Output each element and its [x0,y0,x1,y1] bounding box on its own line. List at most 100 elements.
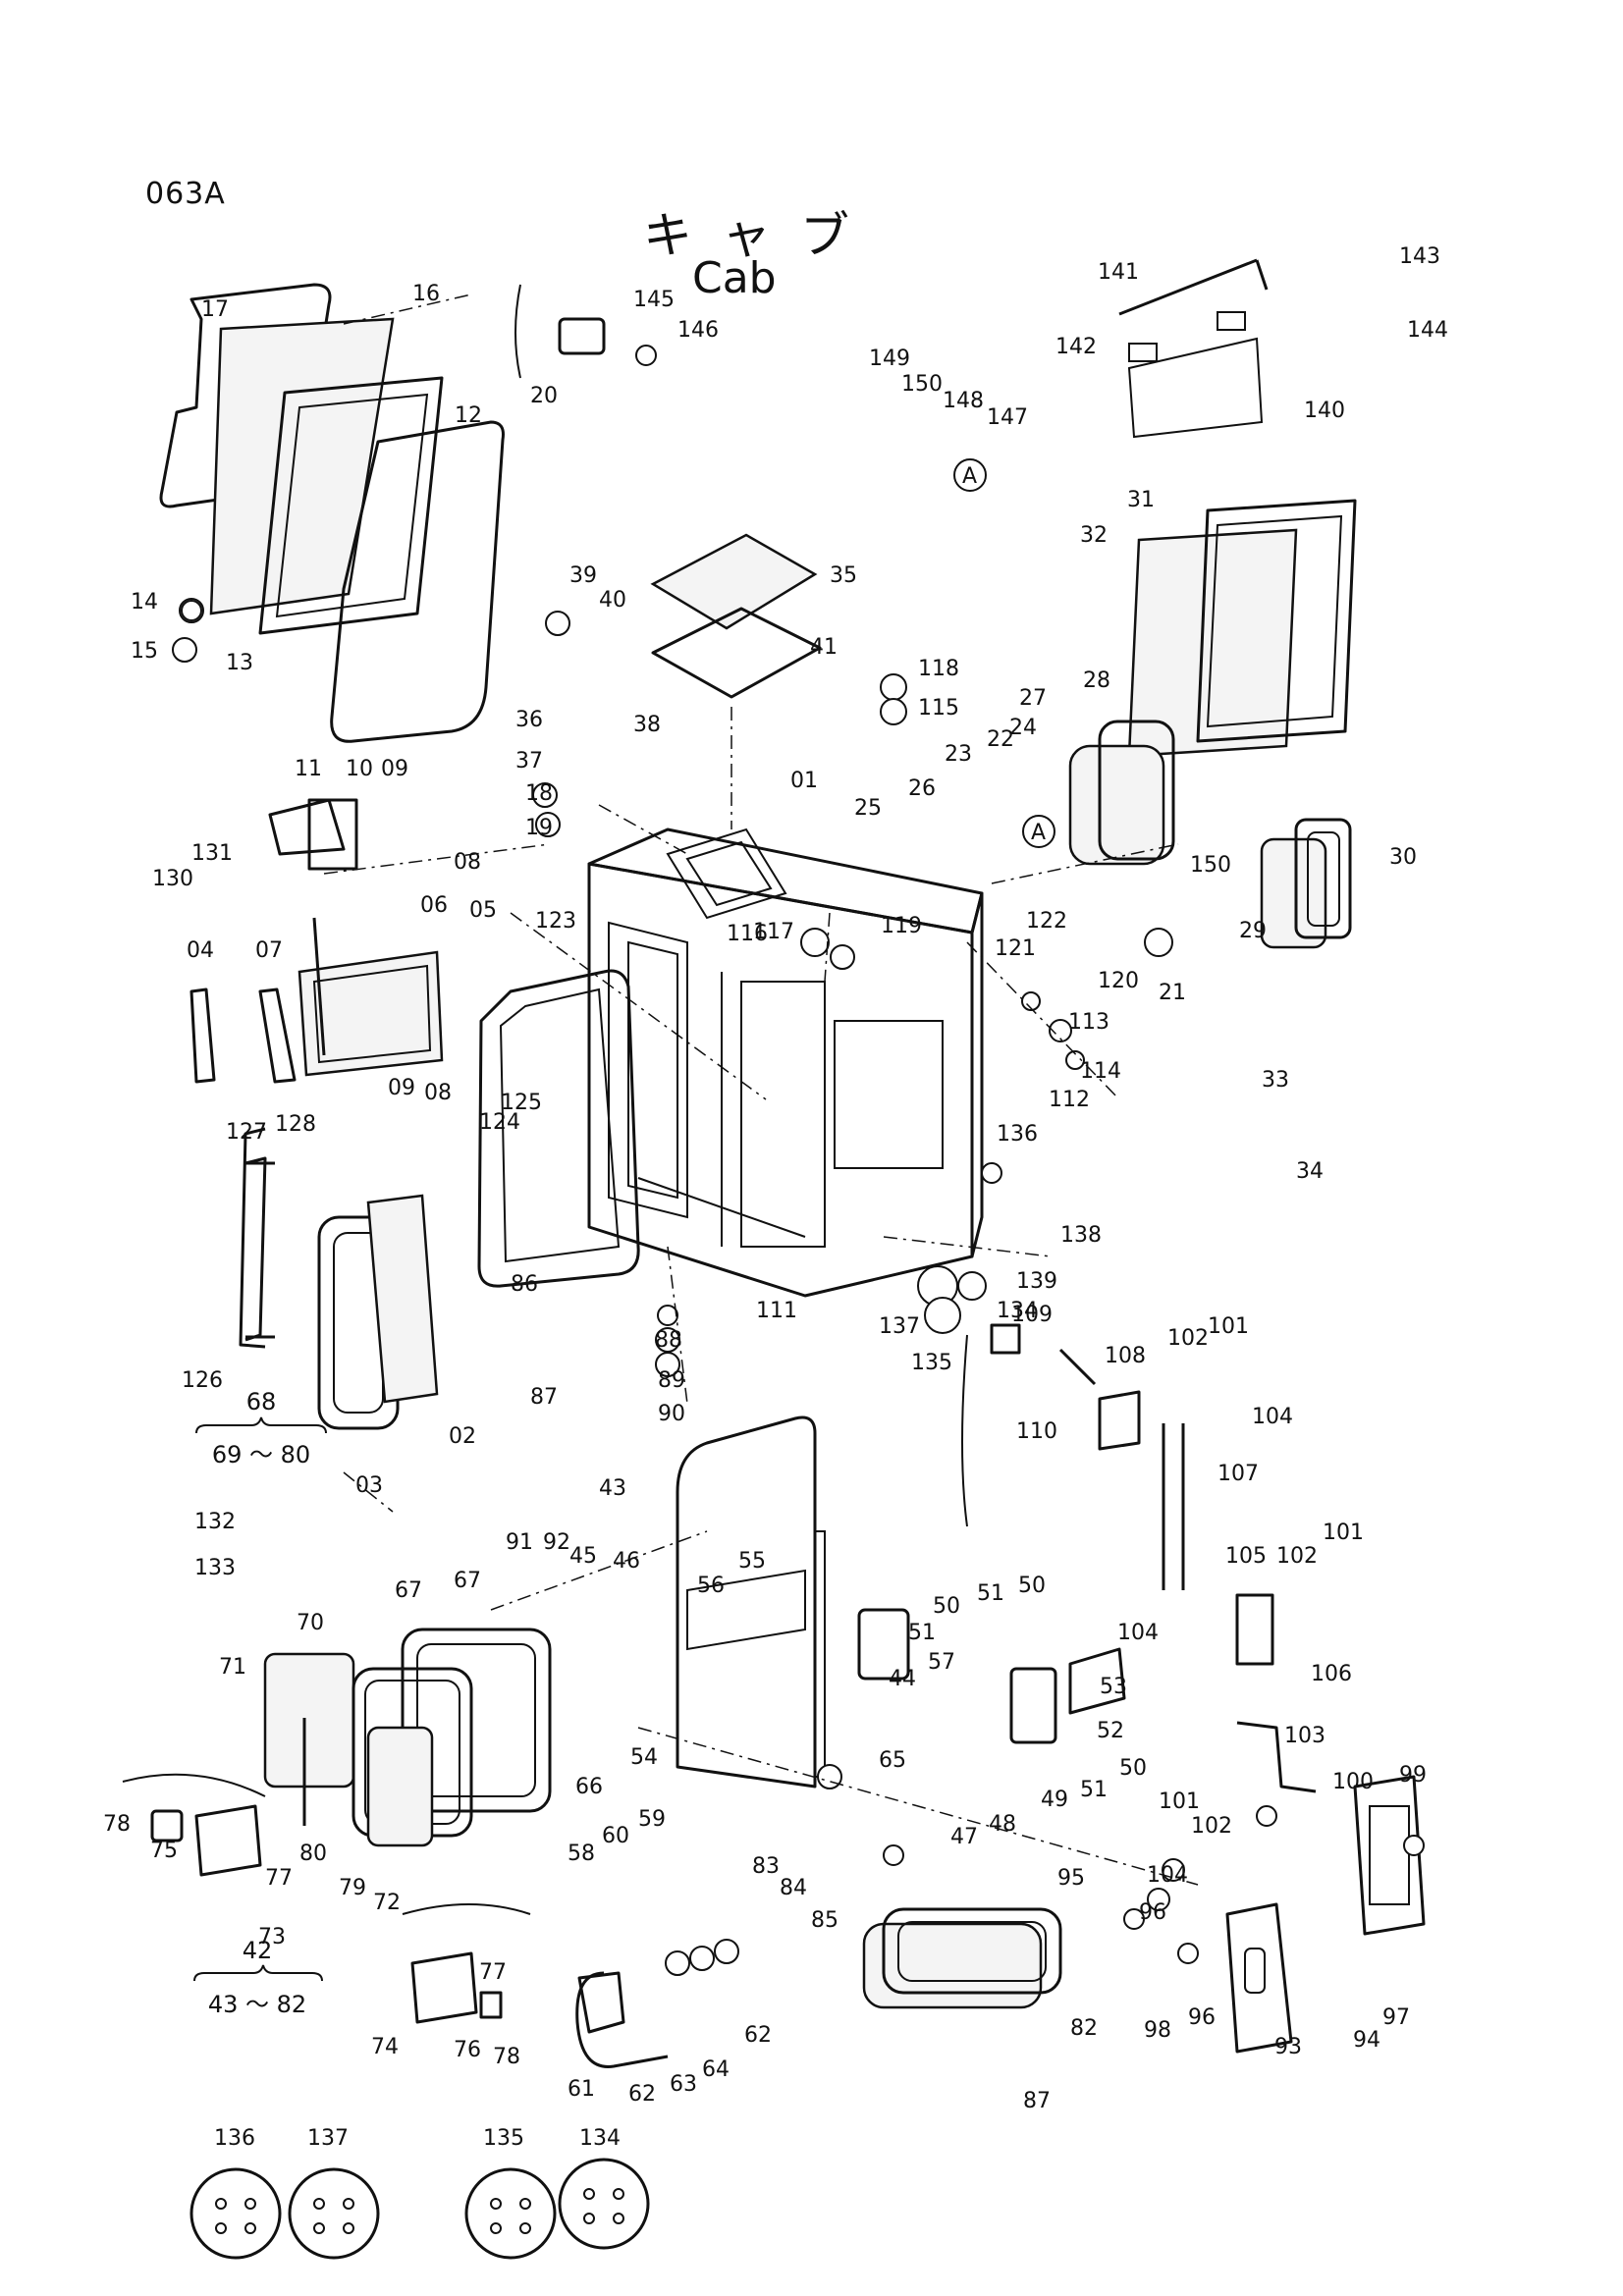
callout-86-label: 86 [511,1272,538,1297]
callout-04-label: 04 [187,938,214,963]
callout-87-label: 87 [530,1385,558,1410]
callout-109-label: 109 [1011,1303,1053,1327]
callout-03-label: 03 [355,1473,383,1498]
callout-101-label: 101 [1208,1314,1249,1339]
callout-62-label: 62 [744,2023,772,2048]
callout-149-label: 149 [869,347,910,371]
callout-143-label: 143 [1399,244,1440,269]
group-68-range: 69 ～ 80 [212,1441,310,1468]
callout-113-label: 113 [1068,1010,1109,1035]
callout-05-label: 05 [469,898,497,923]
callout-24-label: 24 [1009,716,1037,740]
callout-41-label: 41 [810,635,838,660]
callout-09-label: 09 [381,757,408,781]
callout-127-label: 127 [226,1120,267,1145]
callout-A-label: A [1031,821,1046,845]
callout-128-label: 128 [275,1112,316,1137]
callout-108-label: 108 [1105,1344,1146,1368]
callout-140-label: 140 [1304,399,1345,423]
callout-99-label: 99 [1399,1763,1427,1788]
callout-70-label: 70 [297,1611,324,1635]
callout-123-label: 123 [535,909,576,934]
callout-39-label: 39 [569,563,597,588]
callout-119-label: 119 [881,914,922,938]
callout-100-label: 100 [1332,1770,1374,1794]
callout-105-label: 105 [1225,1544,1267,1569]
callout-29-label: 29 [1239,919,1267,943]
callout-139-label: 139 [1016,1269,1057,1294]
callout-122-label: 122 [1026,909,1067,934]
callout-106-label: 106 [1311,1662,1352,1686]
callout-118-label: 118 [918,657,959,681]
callout-102-label: 102 [1276,1544,1318,1569]
callout-28-label: 28 [1083,668,1110,693]
callout-92-label: 92 [543,1530,570,1555]
callout-61-label: 61 [568,2077,595,2102]
callout-83-label: 83 [752,1854,780,1879]
callout-65-label: 65 [879,1748,906,1773]
callout-30-label: 30 [1389,845,1417,870]
callout-72-label: 72 [373,1891,401,1915]
callout-102-label: 102 [1191,1814,1232,1839]
callout-66-label: 66 [575,1775,603,1799]
callout-71-label: 71 [219,1655,246,1680]
callout-78-label: 78 [103,1812,131,1837]
callout-59-label: 59 [638,1807,666,1832]
rear-window-assembly [558,258,1357,758]
callout-150-label: 150 [1190,853,1231,878]
callout-91-label: 91 [506,1530,533,1555]
callout-11-label: 11 [295,757,322,781]
callout-50-label: 50 [1119,1756,1147,1781]
group-42-id: 42 [243,1937,273,1964]
callout-135-label: 135 [911,1351,952,1375]
callout-14-label: 14 [131,590,158,614]
reference-circle-a [953,458,987,492]
callout-27-label: 27 [1019,686,1047,711]
callout-37-label: 37 [515,749,543,774]
callout-54-label: 54 [630,1745,658,1770]
callout-06-label: 06 [420,893,448,918]
callout-44-label: 44 [889,1667,916,1691]
side-small-windows [1068,720,1352,949]
callout-88-label: 88 [655,1328,682,1353]
callout-01-label: 01 [790,769,818,793]
grab-handle [239,1127,669,2068]
callout-02-label: 02 [449,1424,476,1449]
callout-53-label: 53 [1100,1675,1127,1699]
callout-36-label: 36 [515,708,543,732]
callout-10-label: 10 [346,757,373,781]
callout-93-label: 93 [1274,2035,1302,2059]
left-sliding-windows [263,1628,552,1847]
callout-124-label: 124 [479,1110,520,1135]
callout-104-label: 104 [1117,1621,1159,1645]
round-plates [189,2158,650,2260]
callout-111-label: 111 [756,1299,797,1323]
callout-102-label: 102 [1167,1326,1209,1351]
callout-148-label: 148 [943,389,984,413]
callout-132-label: 132 [194,1510,236,1534]
callout-145-label: 145 [633,288,675,312]
callout-147-label: 147 [987,405,1028,430]
callout-84-label: 84 [780,1876,807,1900]
callout-55-label: 55 [738,1549,766,1574]
callout-19-label: 19 [525,816,553,840]
callout-47-label: 47 [950,1825,978,1849]
callout-57-label: 57 [928,1650,955,1675]
callout-82-label: 82 [1070,2016,1098,2041]
callout-150-label: 150 [901,372,943,397]
callout-120-label: 120 [1098,969,1139,993]
callout-31-label: 31 [1127,488,1155,512]
roof-hatch [650,533,822,699]
callout-67-label: 67 [454,1569,481,1593]
callout-104-label: 104 [1252,1405,1293,1429]
callout-96-label: 96 [1188,2005,1216,2030]
callout-40-label: 40 [599,588,626,613]
callout-114-label: 114 [1080,1059,1121,1084]
callout-125-label: 125 [501,1091,542,1115]
bottom-door-window [862,1907,1062,2009]
callout-116-label: 116 [727,922,768,946]
door-lock-parts [122,1773,625,2034]
callout-90-label: 90 [658,1402,685,1426]
callout-50-label: 50 [1018,1574,1046,1598]
